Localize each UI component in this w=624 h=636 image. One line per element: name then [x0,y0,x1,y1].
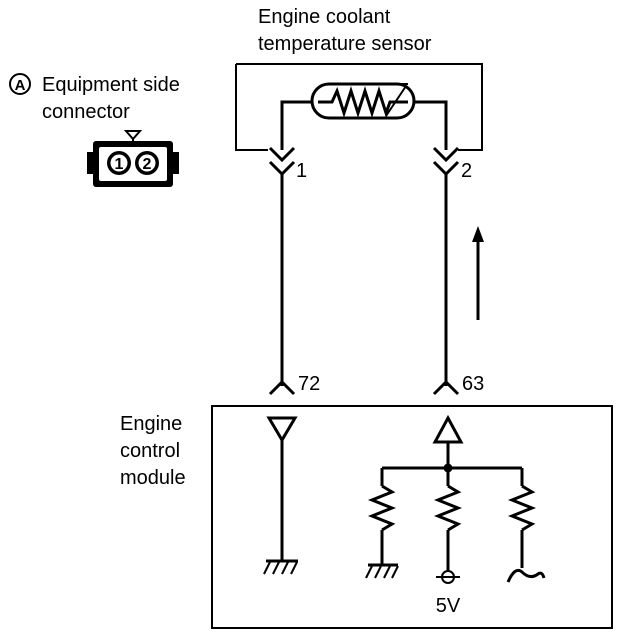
connector-badge-label: A [15,77,26,94]
internal-circuit-symbol [506,568,546,583]
supply-terminal-symbol [436,570,460,584]
connector-badge-circle [9,73,31,95]
ecm-housing [211,405,613,629]
sensor-terminal-2 [432,146,460,163]
ecm-ground-input-buffer [266,416,298,443]
connector-title-line1: Equipment side [42,74,180,96]
ground-symbol-left [263,559,298,575]
pull-up-resistor [433,484,463,532]
pull-down-resistor [367,484,397,532]
connector-pin-2-label: 2 [143,156,152,173]
ecm-terminal-72 [268,379,296,396]
ecm-pin-72-label: 72 [298,373,320,395]
equipment-side-connector: A Equipment side connector 1 2 [9,73,180,187]
sensor-pin-2-label: 2 [461,160,472,182]
signal-direction-arrow [472,226,484,320]
engine-control-module: Engine control module [120,405,613,629]
sensor-terminal-1 [268,146,296,163]
ecm-pin-63-label: 63 [462,373,484,395]
connector-title-line2: connector [42,101,130,123]
sensor-housing [236,63,483,151]
sensor-pin-1-label: 1 [296,160,307,182]
thermistor-resistor [318,86,408,118]
ecm-terminal-63 [432,379,460,396]
coolant-temperature-sensor: Engine coolant temperature sensor [235,6,483,177]
signal-resistor [507,484,537,532]
connector-symbol [87,130,179,187]
sensor-title-line2: temperature sensor [258,33,432,55]
ecm-signal-input-buffer [432,414,464,444]
ecm-title-line2: control [120,440,180,462]
connector-pin-1-label: 1 [115,156,124,173]
ecm-title-line3: module [120,467,186,489]
sensor-title-line1: Engine coolant [258,6,391,28]
ground-symbol-right [365,563,399,579]
ecm-title-line1: Engine [120,413,182,435]
supply-voltage-label: 5V [436,595,461,617]
